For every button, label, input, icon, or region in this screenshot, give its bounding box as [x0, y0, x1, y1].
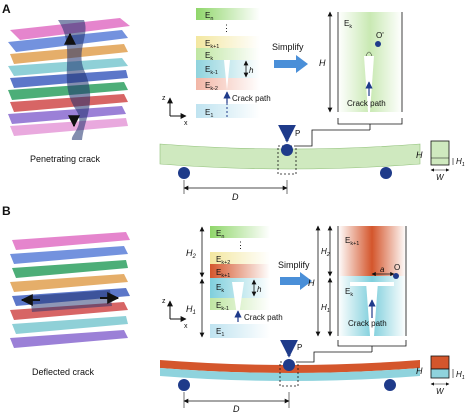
svg-text:Ek-2: Ek-2: [205, 81, 218, 92]
crack-path-label-b: Crack path: [244, 313, 283, 322]
svg-text:En: En: [205, 11, 213, 22]
svg-text:H1: H1: [456, 370, 465, 381]
svg-text:Ek-1: Ek-1: [216, 301, 229, 312]
crack-path-label-a: Crack path: [232, 94, 271, 103]
cross-section-b: H H1 W: [416, 355, 465, 396]
deflected-crack-illustration: [10, 232, 130, 348]
svg-text:Ek-1: Ek-1: [205, 65, 218, 76]
beam-b: P D: [160, 339, 420, 414]
svg-text:P: P: [295, 129, 300, 138]
svg-text:E1: E1: [205, 108, 213, 119]
axes-b: z x: [162, 298, 188, 330]
axes-a: z x: [162, 95, 188, 127]
svg-text:Ek+1: Ek+1: [205, 39, 219, 50]
penetrating-crack-illustration: [8, 18, 130, 140]
svg-text:D: D: [232, 192, 239, 202]
svg-text:H: H: [416, 150, 423, 160]
svg-text:Ek: Ek: [216, 283, 224, 294]
svg-text:H2: H2: [186, 248, 197, 260]
svg-text:Simplify: Simplify: [272, 42, 304, 52]
svg-text:E1: E1: [216, 327, 224, 338]
svg-text:Ek+2: Ek+2: [216, 255, 230, 266]
svg-text:H1: H1: [456, 157, 465, 168]
panel-b-letter: B: [2, 204, 11, 218]
svg-text:H: H: [416, 366, 423, 376]
panel-a-letter: A: [2, 2, 11, 16]
svg-text:z: z: [162, 298, 166, 305]
svg-text:H: H: [308, 278, 315, 288]
svg-text:a: a: [380, 265, 385, 274]
cross-section-a: H H1 W: [416, 140, 465, 182]
svg-text:H1: H1: [186, 304, 196, 316]
layer-stack-a: En ⋮ Ek+1 Ek Ek-1 Ek-2 E1 h Crack path: [196, 8, 271, 119]
svg-text:h: h: [249, 66, 254, 75]
svg-text:Ek: Ek: [345, 287, 353, 298]
panel-a-caption: Penetrating crack: [30, 154, 101, 164]
svg-text:x: x: [184, 120, 188, 127]
simplified-model-b: Ek+1 Ek a O H H2 H1 Crack path: [308, 225, 407, 352]
svg-text:⋮: ⋮: [222, 23, 231, 33]
svg-text:En: En: [216, 229, 224, 240]
svg-text:H2: H2: [321, 247, 330, 258]
svg-text:Ek: Ek: [344, 19, 352, 30]
svg-text:H1: H1: [321, 303, 330, 314]
simplified-model-a: O' Ek H Crack path: [319, 11, 403, 130]
svg-text:x: x: [184, 323, 188, 330]
svg-text:O': O': [376, 31, 384, 40]
svg-text:z: z: [162, 95, 166, 102]
svg-text:W: W: [436, 173, 445, 182]
simplify-arrow-a: Simplify: [272, 42, 308, 73]
svg-text:P: P: [297, 343, 302, 352]
svg-text:D: D: [233, 404, 240, 414]
svg-text:H: H: [319, 58, 326, 68]
panel-b-caption: Deflected crack: [32, 367, 95, 377]
simplify-arrow-b: Simplify: [278, 260, 312, 290]
crack-path-label-a2: Crack path: [347, 99, 386, 108]
svg-text:Ek+1: Ek+1: [345, 236, 359, 247]
svg-text:W: W: [436, 387, 445, 396]
svg-text:Ek+1: Ek+1: [216, 268, 230, 279]
beam-a: P D: [159, 124, 421, 202]
svg-text:⋮: ⋮: [236, 240, 245, 250]
crack-path-label-b2: Crack path: [348, 319, 387, 328]
layer-stack-b: En ⋮ Ek+2 Ek+1 Ek Ek-1 E1 H2 H1 h Crack …: [186, 226, 283, 338]
svg-text:O: O: [394, 263, 400, 272]
svg-text:h: h: [257, 285, 262, 294]
svg-text:Ek: Ek: [205, 51, 213, 62]
svg-text:Simplify: Simplify: [278, 260, 310, 270]
